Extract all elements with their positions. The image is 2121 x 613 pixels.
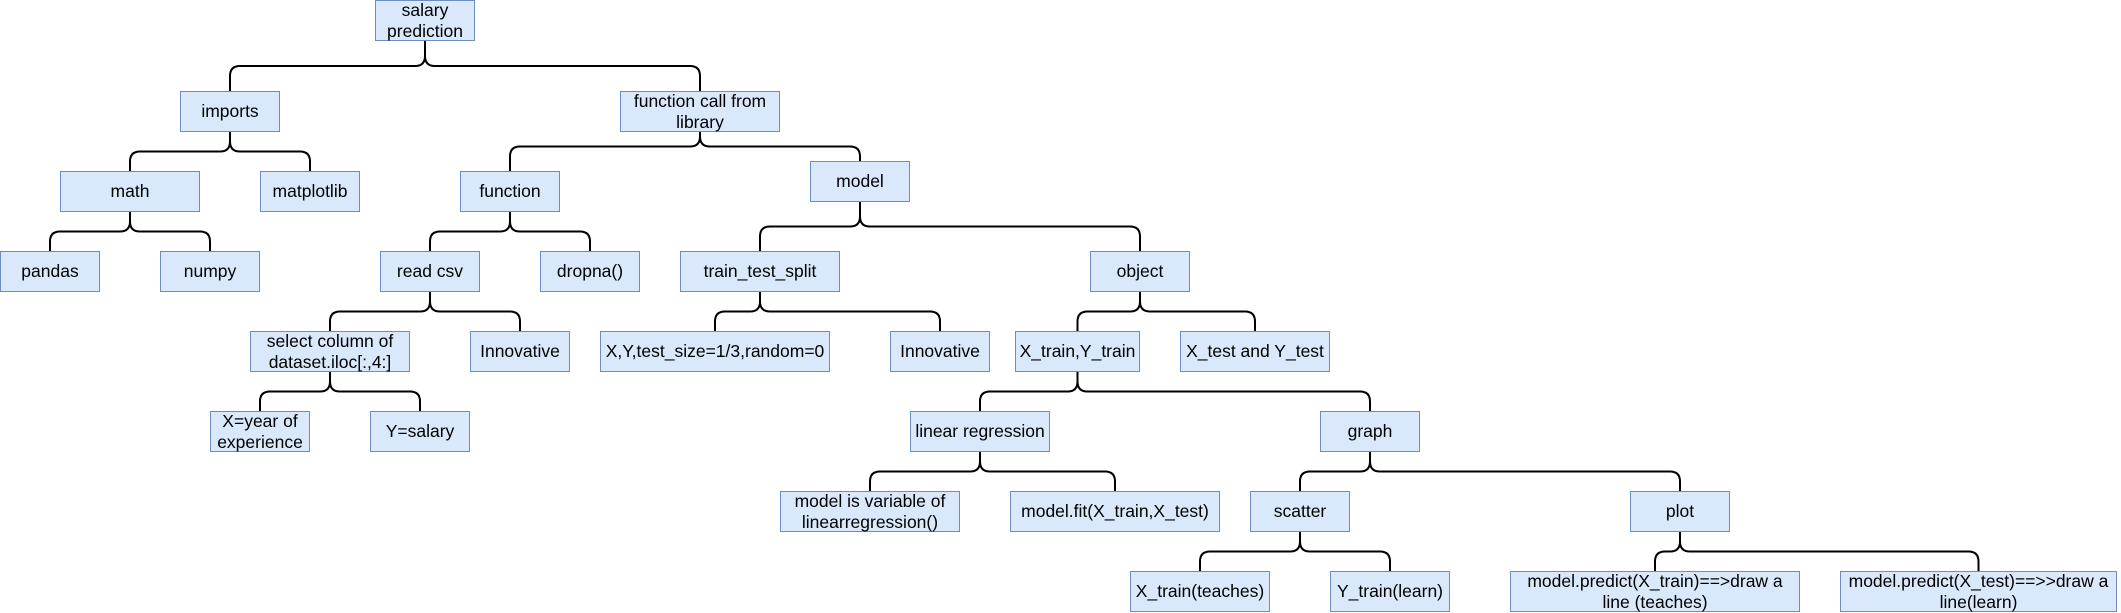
node-dropna: dropna() xyxy=(540,251,640,292)
connector-x_train_y_train-to-linear_regression xyxy=(979,372,1079,411)
node-innovative-train-test-split: Innovative xyxy=(890,331,990,372)
connector-select_column-to-y_salary xyxy=(329,372,421,411)
connector-math-to-numpy xyxy=(129,212,211,251)
node-x-train-teaches: X_train(teaches) xyxy=(1130,571,1270,612)
node-graph: graph xyxy=(1320,411,1420,452)
connector-function_call-to-model xyxy=(699,132,861,161)
node-x-train-y-train: X_train,Y_train xyxy=(1015,331,1140,372)
node-function: function xyxy=(460,171,560,212)
connector-plot-to-predict_test xyxy=(1679,532,1980,571)
node-model-variable: model is variable of linearregression() xyxy=(780,491,960,532)
node-object: object xyxy=(1090,251,1190,292)
node-read-csv: read csv xyxy=(380,251,480,292)
node-plot: plot xyxy=(1630,491,1730,532)
node-x-year-of-experience: X=year of experience xyxy=(210,411,310,452)
node-x-test-y-test: X_test and Y_test xyxy=(1180,331,1330,372)
connector-model-to-object xyxy=(859,202,1141,251)
connector-model-to-train_test_split xyxy=(759,202,861,251)
connector-imports-to-math xyxy=(129,132,231,171)
node-predict-x-train: model.predict(X_train)==>draw a line (te… xyxy=(1510,571,1800,612)
connector-scatter-to-y_train_learn xyxy=(1299,532,1391,571)
node-y-salary: Y=salary xyxy=(370,411,470,452)
connector-graph-to-scatter xyxy=(1299,452,1371,491)
connector-x_train_y_train-to-graph xyxy=(1076,372,1371,411)
node-xy-test-size: X,Y,test_size=1/3,random=0 xyxy=(600,331,830,372)
connector-salary_prediction-to-imports xyxy=(229,41,426,91)
connector-read_csv-to-innovative_1 xyxy=(429,292,521,331)
node-function-call-from-library: function call from library xyxy=(620,91,780,132)
node-salary-prediction: salary prediction xyxy=(375,0,475,41)
connector-linear_regression-to-model_variable xyxy=(869,452,981,491)
connector-function-to-read_csv xyxy=(429,212,511,251)
node-y-train-learn: Y_train(learn) xyxy=(1330,571,1450,612)
node-model-fit: model.fit(X_train,X_test) xyxy=(1010,491,1220,532)
node-select-column: select column of dataset.iloc[:,4:] xyxy=(250,331,410,372)
connector-train_test_split-to-xy_test_size xyxy=(714,292,761,331)
connector-function-to-dropna xyxy=(509,212,591,251)
node-pandas: pandas xyxy=(0,251,100,292)
node-numpy: numpy xyxy=(160,251,260,292)
connector-read_csv-to-select_column xyxy=(329,292,431,331)
connector-salary_prediction-to-function_call xyxy=(424,41,701,91)
node-linear-regression: linear regression xyxy=(910,411,1050,452)
connector-object-to-x_train_y_train xyxy=(1076,292,1141,331)
connector-scatter-to-x_train_teaches xyxy=(1199,532,1301,571)
connector-imports-to-matplotlib xyxy=(229,132,311,171)
node-scatter: scatter xyxy=(1250,491,1350,532)
connector-select_column-to-x_year xyxy=(259,372,331,411)
connector-train_test_split-to-innovative_2 xyxy=(759,292,941,331)
node-matplotlib: matplotlib xyxy=(260,171,360,212)
node-innovative-read-csv: Innovative xyxy=(470,331,570,372)
node-predict-x-test: model.predict(X_test)==>>draw a line(lea… xyxy=(1840,571,2117,612)
connector-graph-to-plot xyxy=(1369,452,1681,491)
connector-object-to-x_test_y_test xyxy=(1139,292,1256,331)
node-imports: imports xyxy=(180,91,280,132)
connector-linear_regression-to-model_fit xyxy=(979,452,1116,491)
connector-function_call-to-function xyxy=(509,132,701,171)
node-math: math xyxy=(60,171,200,212)
connector-math-to-pandas xyxy=(49,212,131,251)
node-train-test-split: train_test_split xyxy=(680,251,840,292)
node-model: model xyxy=(810,161,910,202)
connector-plot-to-predict_train xyxy=(1654,532,1681,571)
